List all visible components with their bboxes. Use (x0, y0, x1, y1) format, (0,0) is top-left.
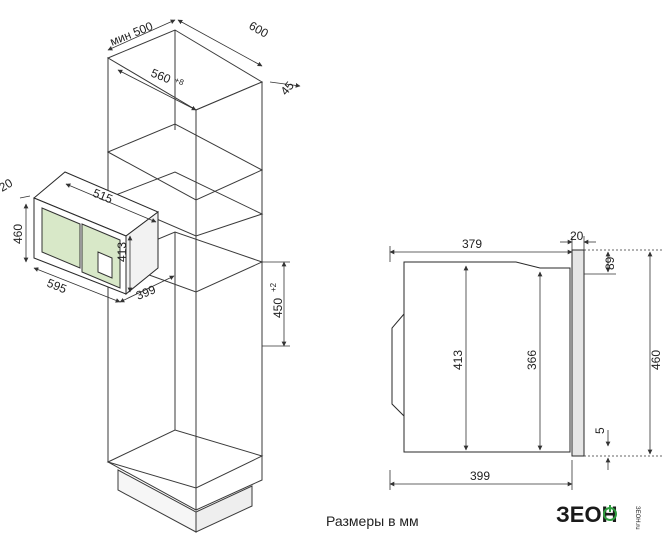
caption-units: Размеры в мм (326, 513, 419, 529)
dim-panel: 20 (570, 229, 584, 243)
oven-front-side (571, 249, 585, 457)
dim-height-460: 460 (649, 350, 663, 370)
dim-depth-bottom: 399 (470, 469, 490, 483)
dim-oven-height: 460 (11, 224, 25, 244)
dim-front-depth: 20 (0, 176, 15, 195)
oven-body-side (403, 261, 571, 453)
dim-wall-offset: 45 (278, 78, 298, 97)
brand-logo-text: ЗЕОН (556, 502, 617, 527)
brand-logo: ЗЕОН ЗЕОН.ru (556, 502, 640, 530)
dim-body-height: 413 (115, 242, 129, 262)
dim-height-366: 366 (525, 350, 539, 370)
side-view-drawing (391, 249, 585, 457)
dim-depth-top: 379 (462, 237, 482, 251)
dim-gap-top: 89 (603, 256, 617, 270)
dim-niche-height: 450 (271, 298, 285, 318)
dim-front-width: 595 (45, 276, 69, 297)
dim-niche-height-tol: +2 (269, 282, 278, 292)
brand-sub-text: ЗЕОН.ru (634, 506, 640, 530)
dim-height-413: 413 (451, 350, 465, 370)
dim-cabinet-width: 600 (247, 18, 272, 40)
dim-niche-width-tol: +8 (173, 76, 185, 88)
cabinet-dimension-lines (19, 19, 301, 347)
side-dimension-lines (389, 236, 662, 490)
dim-bottom-5: 5 (593, 427, 607, 434)
cabinet-side-face (195, 81, 263, 511)
